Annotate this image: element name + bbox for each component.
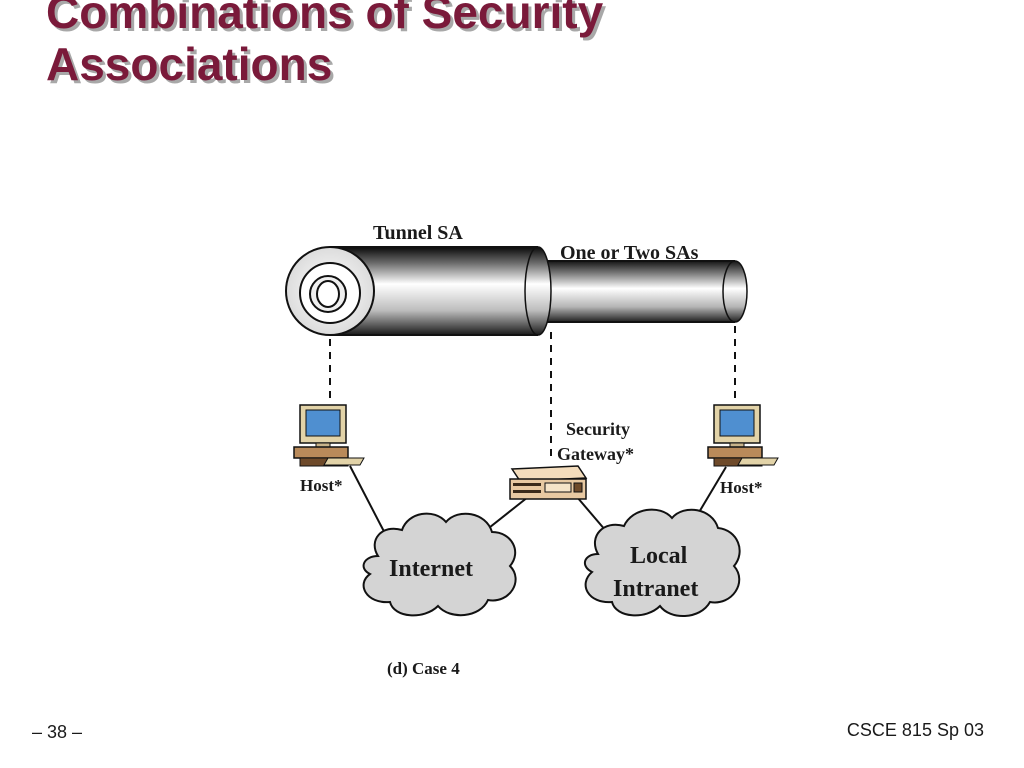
diagram-caption: (d) Case 4 xyxy=(387,659,460,678)
intranet-cloud-label-line-2: Intranet xyxy=(613,576,698,602)
slide-title-line-1: Combinations of Security xyxy=(46,0,604,38)
intranet-cloud-icon xyxy=(583,508,741,618)
page-number: – 38 – xyxy=(32,722,83,742)
inner-sa-label: One or Two SAs xyxy=(560,242,699,264)
security-gateway-icon xyxy=(509,465,588,500)
slide-title: Combinations of Security Associations xyxy=(46,0,603,90)
slide-title-line-2: Associations xyxy=(46,38,333,90)
right-host-label: Host* xyxy=(720,478,763,497)
tunnel-sa-tube xyxy=(285,246,552,336)
internet-cloud-icon xyxy=(362,512,517,617)
internet-cloud-label: Internet xyxy=(389,556,473,582)
intranet-cloud-label-line-1: Local xyxy=(630,543,688,569)
tunnel-sa-label: Tunnel SA xyxy=(373,222,463,244)
right-host-computer-icon xyxy=(707,404,779,467)
course-label: CSCE 815 Sp 03 xyxy=(846,720,984,740)
left-host-computer-icon xyxy=(293,404,365,467)
gateway-label-line-1: Security xyxy=(566,419,630,439)
left-host-label: Host* xyxy=(300,476,343,495)
gateway-label-line-2: Gateway* xyxy=(557,444,634,464)
